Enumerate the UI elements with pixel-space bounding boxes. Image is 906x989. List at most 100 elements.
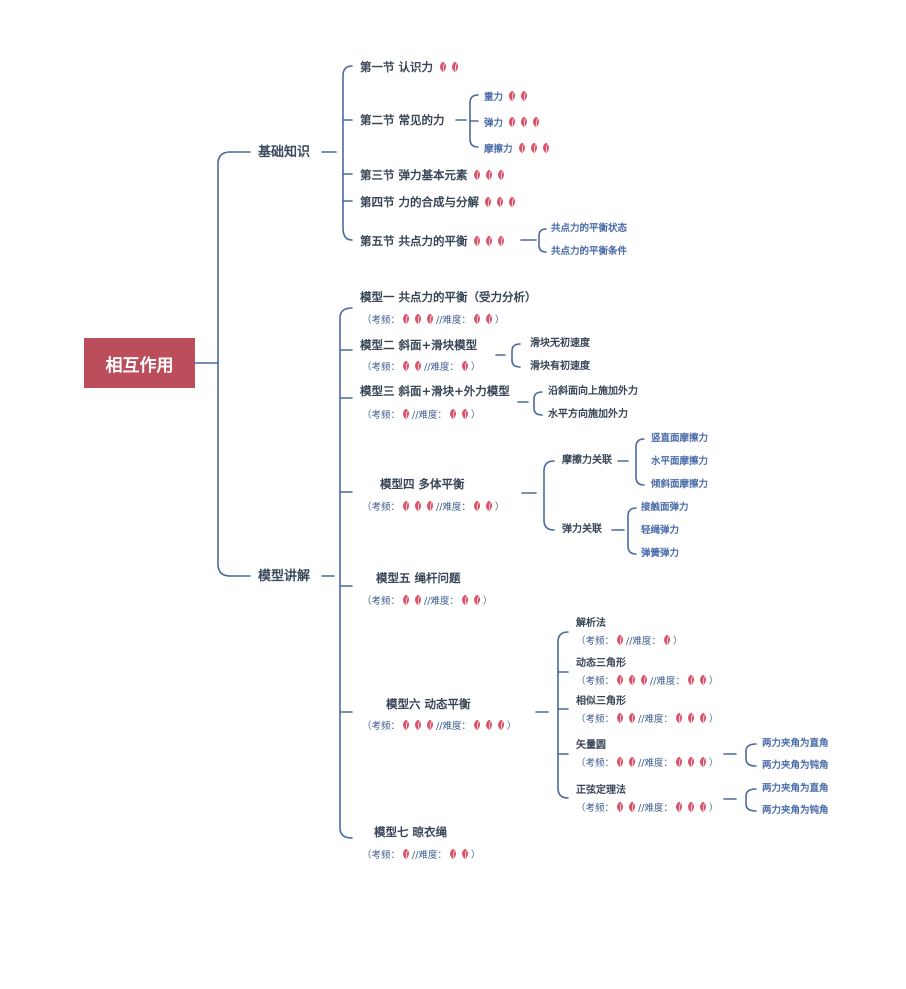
sine-law-obtuse-angle[interactable]: 两力夹角为钝角 — [762, 805, 829, 816]
leaf-icon — [629, 674, 636, 686]
branch-models[interactable]: 模型讲解 — [258, 569, 311, 584]
leaf-icon — [473, 313, 480, 325]
frequency-leaf-icons — [516, 142, 552, 155]
difficulty-label: //难度： — [412, 410, 447, 421]
leaf-icon — [663, 634, 670, 646]
method-similar-triangle-meta: （考频：//难度：） — [576, 712, 718, 725]
section-2[interactable]: 第二节 常见的力 — [360, 113, 445, 127]
friction-horizontal[interactable]: 水平面摩擦力 — [651, 456, 709, 467]
model-2-child-2[interactable]: 滑块有初速度 — [530, 361, 590, 372]
model-3-child-2[interactable]: 水平方向施加外力 — [548, 409, 628, 420]
model-3-child-1[interactable]: 沿斜面向上施加外力 — [548, 386, 638, 397]
elastic-spring[interactable]: 弹簧弹力 — [641, 548, 680, 559]
model-4-title[interactable]: 模型四 多体平衡 — [380, 477, 465, 491]
method-sine-law-meta: （考频：//难度：） — [576, 801, 718, 814]
leaf-icon — [509, 90, 516, 102]
difficulty-leaf-icons — [471, 719, 507, 732]
model-4-meta: （考频：//难度：） — [362, 500, 504, 513]
balance-state[interactable]: 共点力的平衡状态 — [551, 223, 628, 234]
subsection-label: 重力 — [484, 92, 504, 103]
difficulty-label: //难度： — [650, 676, 685, 687]
leaf-icon — [415, 719, 422, 731]
method-dynamic-triangle[interactable]: 动态三角形 — [576, 658, 626, 669]
model-3-title[interactable]: 模型三 斜面+滑块+外力模型 — [360, 384, 510, 398]
subsection-label: 摩擦力 — [484, 144, 513, 155]
difficulty-leaf-icons — [447, 408, 471, 421]
leaf-icon — [415, 313, 422, 325]
section-5[interactable]: 第五节 共点力的平衡 — [360, 235, 507, 248]
leaf-icon — [687, 712, 694, 724]
method-analytic[interactable]: 解析法 — [576, 618, 606, 629]
leaf-icon — [403, 719, 410, 731]
subsection-friction[interactable]: 摩擦力 — [484, 142, 552, 155]
difficulty-label: //难度： — [436, 502, 471, 513]
friction-inclined[interactable]: 倾斜面摩擦力 — [651, 479, 709, 490]
leaf-icon — [509, 196, 516, 208]
vector-circle-right-angle[interactable]: 两力夹角为直角 — [762, 738, 829, 749]
elastic-rope[interactable]: 轻绳弹力 — [641, 525, 680, 536]
meta-close: ） — [708, 758, 719, 769]
model-2-child-1[interactable]: 滑块无初速度 — [530, 338, 590, 349]
friction-vertical[interactable]: 竖直面摩擦力 — [651, 433, 709, 444]
model-1-title[interactable]: 模型一 共点力的平衡（受力分析） — [360, 290, 537, 304]
difficulty-label: //难度： — [436, 315, 471, 326]
frequency-leaf-icons — [482, 195, 518, 209]
model-6-meta: （考频：//难度：） — [362, 719, 516, 732]
difficulty-leaf-icons — [685, 674, 709, 687]
leaf-icon — [485, 313, 492, 325]
section-1[interactable]: 第一节 认识力 — [360, 61, 461, 74]
leaf-icon — [687, 674, 694, 686]
leaf-icon — [687, 801, 694, 813]
elastic-contact[interactable]: 接触面弹力 — [641, 502, 689, 513]
sine-law-right-angle[interactable]: 两力夹角为直角 — [762, 783, 829, 794]
leaf-icon — [473, 500, 480, 512]
elastic-link[interactable]: 弹力关联 — [562, 524, 602, 535]
leaf-icon — [473, 719, 480, 731]
method-sine-law[interactable]: 正弦定理法 — [576, 785, 626, 796]
freq-label: （考频： — [576, 758, 615, 769]
freq-label: （考频： — [362, 850, 401, 861]
vector-circle-obtuse-angle[interactable]: 两力夹角为钝角 — [762, 760, 829, 771]
leaf-icon — [473, 169, 480, 181]
frequency-leaf-icons — [400, 360, 424, 373]
section-4[interactable]: 第四节 力的合成与分解 — [360, 196, 518, 209]
leaf-icon — [641, 674, 648, 686]
model-6-title[interactable]: 模型六 动态平衡 — [386, 697, 471, 711]
freq-label: （考频： — [576, 636, 615, 647]
leaf-icon — [617, 674, 624, 686]
method-dynamic-triangle-meta: （考频：//难度：） — [576, 674, 718, 687]
subsection-elastic[interactable]: 弹力 — [484, 116, 542, 129]
leaf-icon — [521, 90, 528, 102]
leaf-icon — [403, 408, 410, 420]
leaf-icon — [403, 594, 410, 606]
difficulty-leaf-icons — [459, 594, 483, 607]
difficulty-label: //难度： — [436, 721, 471, 732]
leaf-icon — [675, 801, 682, 813]
method-vector-circle[interactable]: 矢量圆 — [576, 740, 606, 751]
freq-label: （考频： — [576, 803, 615, 814]
section-3[interactable]: 第三节 弹力基本元素 — [360, 169, 507, 182]
section-label: 第四节 力的合成与分解 — [360, 195, 480, 209]
frequency-leaf-icons — [437, 60, 461, 74]
frequency-leaf-icons — [400, 848, 412, 861]
model-2-title[interactable]: 模型二 斜面+滑块模型 — [360, 338, 478, 352]
meta-close: ） — [708, 803, 719, 814]
friction-link[interactable]: 摩擦力关联 — [562, 455, 612, 466]
balance-condition[interactable]: 共点力的平衡条件 — [551, 246, 628, 257]
leaf-icon — [509, 116, 516, 128]
root-node[interactable]: 相互作用 — [84, 338, 195, 388]
freq-label: （考频： — [362, 410, 401, 421]
subsection-gravity[interactable]: 重力 — [484, 90, 530, 103]
section-label: 第二节 常见的力 — [360, 113, 445, 127]
model-7-title[interactable]: 模型七 晾衣绳 — [374, 825, 448, 839]
difficulty-leaf-icons — [661, 634, 673, 647]
method-similar-triangle[interactable]: 相似三角形 — [576, 696, 626, 707]
freq-label: （考频： — [362, 502, 401, 513]
difficulty-leaf-icons — [471, 500, 495, 513]
section-label: 第一节 认识力 — [360, 60, 434, 74]
meta-close: ） — [506, 721, 517, 732]
leaf-icon — [473, 594, 480, 606]
branch-basic[interactable]: 基础知识 — [258, 145, 311, 160]
leaf-icon — [699, 801, 706, 813]
model-5-title[interactable]: 模型五 绳杆问题 — [376, 571, 461, 585]
